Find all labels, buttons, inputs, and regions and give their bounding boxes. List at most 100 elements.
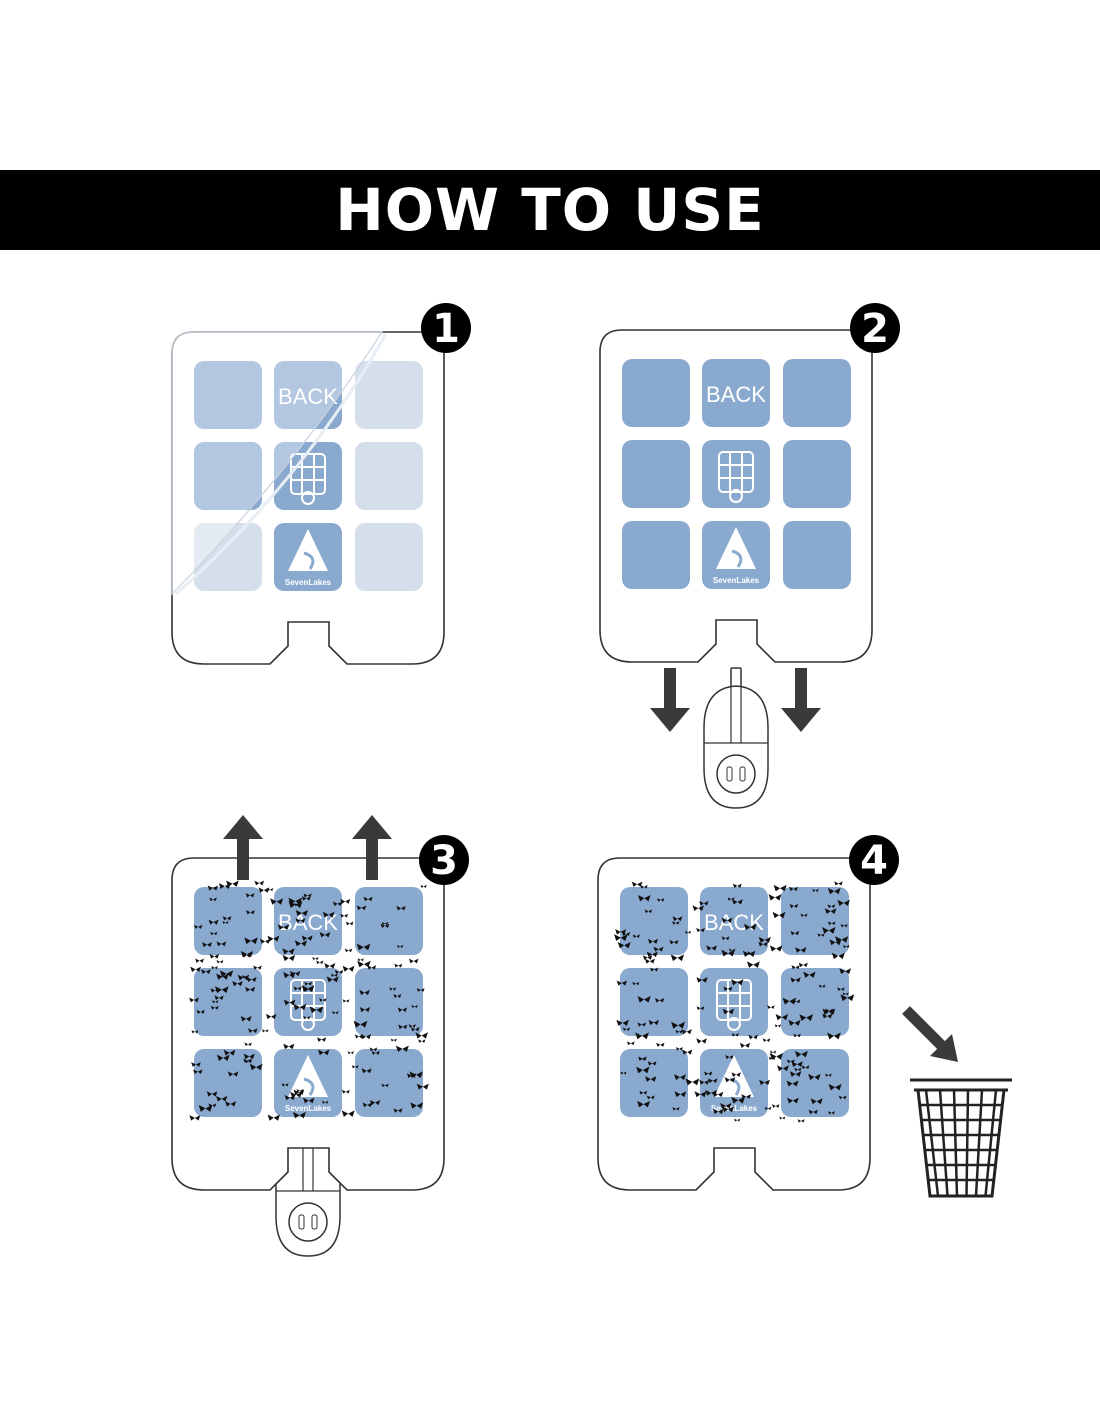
insect-icon xyxy=(232,981,243,987)
insect-icon xyxy=(420,884,427,888)
insect-icon xyxy=(627,1041,635,1046)
insect-icon xyxy=(759,1079,770,1086)
insect-icon xyxy=(840,994,855,1002)
insect-icon xyxy=(799,1014,814,1021)
insect-icon xyxy=(244,1042,252,1047)
insect-icon xyxy=(639,1090,648,1095)
glue-tile xyxy=(702,359,770,427)
insect-icon xyxy=(245,986,256,992)
insect-icon xyxy=(742,950,756,958)
step-number-badge: 4 xyxy=(849,835,899,885)
insect-icon xyxy=(418,1039,426,1043)
insect-icon xyxy=(380,923,390,929)
insect-icon xyxy=(616,1019,629,1026)
glue-tile xyxy=(783,359,851,427)
insect-icon xyxy=(397,944,404,949)
insect-icon xyxy=(789,886,798,892)
insect-icon xyxy=(293,1003,307,1011)
logo-text: SevenLakes xyxy=(713,576,760,585)
insect-icon xyxy=(790,930,800,936)
insect-icon xyxy=(672,916,683,922)
title-banner: HOW TO USE xyxy=(0,170,1100,250)
insect-icon xyxy=(637,996,651,1003)
insect-icon xyxy=(767,1005,775,1010)
insect-icon xyxy=(685,1078,700,1086)
insect-icon xyxy=(722,1106,734,1113)
insect-icon xyxy=(189,997,199,1003)
insect-icon xyxy=(342,965,355,972)
insect-icon xyxy=(244,937,258,945)
glue-tile xyxy=(194,968,262,1036)
insect-icon xyxy=(631,881,643,887)
insect-icon xyxy=(637,1100,651,1108)
insect-icon xyxy=(317,1037,327,1042)
insect-icon xyxy=(390,1038,397,1042)
insect-icon xyxy=(216,941,227,947)
insect-icon xyxy=(764,1106,772,1111)
glue-tile xyxy=(194,523,262,591)
logo-text: SevenLakes xyxy=(285,578,332,587)
insect-icon xyxy=(829,939,842,946)
glue-tile xyxy=(355,361,423,429)
insect-icon xyxy=(265,1013,277,1020)
insect-icon xyxy=(345,921,354,926)
insect-icon xyxy=(360,1034,372,1040)
glue-tile xyxy=(194,361,262,429)
insect-icon xyxy=(644,909,653,914)
insect-icon xyxy=(408,1024,416,1028)
insect-icon xyxy=(840,923,848,928)
back-label: BACK xyxy=(278,384,338,409)
film-edge xyxy=(175,333,388,596)
insect-icon xyxy=(646,1095,655,1100)
insect-icon xyxy=(747,951,755,955)
insect-icon xyxy=(647,938,659,944)
insect-icon xyxy=(293,1089,305,1096)
glue-tile xyxy=(194,1049,262,1117)
insect-icon xyxy=(822,1013,833,1019)
insect-icon xyxy=(227,1071,239,1077)
insect-icon xyxy=(416,1083,429,1090)
insect-icon xyxy=(242,953,252,958)
insect-icon xyxy=(195,958,204,963)
insect-icon xyxy=(281,1083,289,1087)
glue-tile xyxy=(700,887,768,955)
insect-icon xyxy=(721,936,730,941)
glue-tile xyxy=(783,440,851,508)
insect-icon xyxy=(790,977,801,983)
insect-icon xyxy=(762,1038,771,1043)
insect-icon xyxy=(770,1050,777,1054)
glue-tile xyxy=(355,523,423,591)
insect-icon xyxy=(671,1021,685,1029)
insect-icon xyxy=(367,965,377,970)
insect-icon xyxy=(214,995,224,1001)
insect-icon xyxy=(319,998,327,1002)
insect-icon xyxy=(208,1103,217,1108)
insect-icon xyxy=(808,1073,821,1081)
insect-icon xyxy=(793,1033,801,1038)
insect-icon xyxy=(258,887,270,893)
insect-icon xyxy=(794,1050,808,1058)
insect-icon xyxy=(303,1097,315,1104)
insect-icon xyxy=(393,1108,403,1113)
insect-icon xyxy=(246,976,257,983)
insect-icon xyxy=(684,930,692,934)
insect-icon xyxy=(210,931,218,936)
insect-icon xyxy=(219,970,234,978)
insect-icon xyxy=(381,921,389,926)
step-number: 2 xyxy=(861,306,889,352)
insect-icon xyxy=(838,1095,847,1100)
step-number: 4 xyxy=(860,838,888,884)
insect-icon xyxy=(699,1079,710,1085)
insect-icon xyxy=(194,924,203,929)
insect-icon xyxy=(696,977,708,983)
insect-icon xyxy=(309,1006,324,1014)
insect-icon xyxy=(725,1054,734,1060)
insect-icon xyxy=(408,958,419,964)
up-arrow-icon xyxy=(352,815,392,880)
insect-icon xyxy=(207,885,218,891)
step-number: 3 xyxy=(430,838,458,884)
insect-icon xyxy=(216,1095,228,1102)
insect-icon xyxy=(301,896,311,901)
insect-icon xyxy=(817,933,825,937)
